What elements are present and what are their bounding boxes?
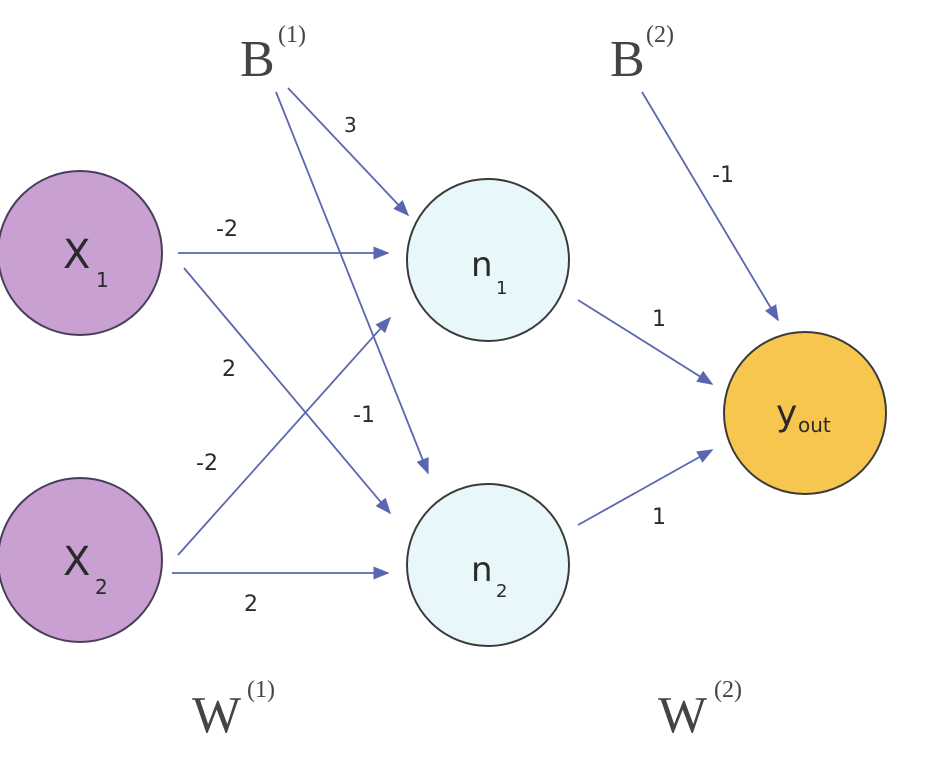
bias-label-layer1-main: B [240,31,275,88]
input-node-x1-circle [0,170,163,336]
input-node-x1: X 1 [0,170,163,336]
bias-label-layer2-main: B [610,31,645,88]
weight-label-layer1: W (1) [192,677,275,744]
hidden-node-n2-circle [406,483,570,647]
bias-label-layer2-sup: (2) [646,22,674,48]
hidden-node-n2-label: n [471,550,493,590]
edge-n1-yout [577,299,714,385]
bias-label-layer1-sup: (1) [278,22,306,48]
hidden-node-n1-circle [406,178,570,342]
weight-x2-n2: 2 [244,592,258,617]
edge-n2-yout [577,449,714,526]
edge-x1-n2 [183,267,392,515]
output-node-yout-label: y [776,393,797,434]
output-node-yout-subscript: out [798,413,831,437]
output-node-yout: y out [723,331,887,495]
weight-label-layer2-sup: (2) [714,677,742,703]
bias-label-layer1: B (1) [240,22,306,88]
hidden-node-n2-subscript: 2 [496,581,507,602]
input-node-x2: X 2 [0,477,163,643]
input-node-x2-subscript: 2 [95,575,108,599]
weight-n2-yout: 1 [652,505,666,530]
edge-b1-n2 [275,91,429,475]
input-node-x2-circle [0,477,163,643]
weight-b2-yout: -1 [712,163,734,188]
weight-n1-yout: 1 [652,307,666,332]
hidden-node-n1: n 1 [406,178,570,342]
edges [172,87,779,580]
edge-b1-n1 [287,87,410,217]
input-node-x2-label: X [63,539,90,585]
edge-weight-labels: 3 -1 -2 2 -2 2 -1 1 1 [196,113,734,617]
input-node-x1-subscript: 1 [96,268,109,292]
edge-x2-n1 [177,316,392,556]
hidden-node-n1-subscript: 1 [496,278,507,299]
weight-label-layer2-main: W [658,687,707,744]
output-node-yout-circle [723,331,887,495]
weight-label-layer1-main: W [192,687,241,744]
bias-label-layer2: B (2) [610,22,674,88]
hidden-node-n2: n 2 [406,483,570,647]
weight-b1-n1: 3 [344,113,357,137]
hidden-node-n1-label: n [471,245,493,285]
weight-b1-n2: -1 [353,403,375,428]
edge-b2-yout [641,91,779,322]
weight-label-layer2: W (2) [658,677,742,744]
weight-x1-n2: 2 [222,357,236,382]
weight-x1-n1: -2 [216,217,238,242]
weight-x2-n1: -2 [196,451,218,476]
weight-label-layer1-sup: (1) [247,677,275,703]
input-node-x1-label: X [63,232,90,278]
